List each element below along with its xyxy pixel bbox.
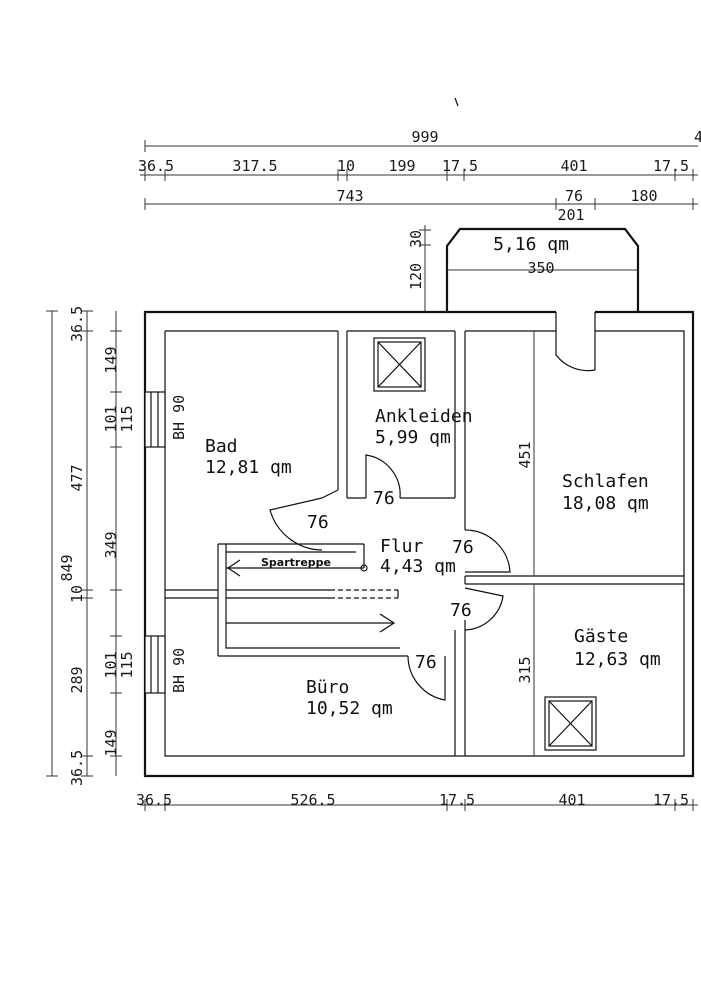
dim-top-r1-3: 199 (388, 157, 415, 175)
dim-left-outer-3: 289 (68, 666, 86, 693)
room-buero-name: Büro (306, 677, 349, 698)
room-flur-area: 4,43 qm (380, 556, 456, 577)
dim-left-inner-1: 101 (102, 405, 120, 432)
walls (143, 310, 695, 778)
dim-top-r1-2: 10 (337, 157, 355, 175)
dim-gaeste-height: 315 (516, 656, 534, 683)
doors (269, 331, 596, 701)
dim-left-outer-0: 36.5 (68, 306, 86, 342)
dim-top-r2-left: 743 (336, 187, 363, 205)
stair-label: Spartreppe (261, 556, 331, 569)
door-label-buero: 76 (415, 652, 437, 673)
dim-top-r2-mid: 76 (565, 187, 583, 205)
room-bad-area: 12,81 qm (205, 457, 292, 478)
dim-left-outer-1: 477 (68, 464, 86, 491)
window-bad: BH 90 (144, 391, 188, 448)
room-schlafen-area: 18,08 qm (562, 493, 649, 514)
dim-left-inner-3: 349 (102, 531, 120, 558)
dim-schlafen-height: 451 (516, 441, 534, 468)
dim-left-inner-5: 115 (118, 651, 136, 678)
dim-bottom-1: 526.5 (290, 791, 335, 809)
bottom-dimensions: 36.5 526.5 17.5 401 17.5 (136, 791, 698, 811)
room-flur-name: Flur (380, 536, 424, 557)
left-dimensions: 849 36.5 477 10 289 36.5 149 101 115 349 (46, 306, 136, 786)
dim-bottom-2: 17.5 (439, 791, 475, 809)
dim-bottom-0: 36.5 (136, 791, 172, 809)
door-label-bad: 76 (307, 512, 329, 533)
room-dimensions: 451 315 (516, 331, 535, 756)
dim-left-outer-4: 36.5 (68, 750, 86, 786)
room-labels: Bad 12,81 qm Ankleiden 5,99 qm Schlafen … (205, 406, 661, 719)
top-dimensions: 999 4 36.5 317.5 10 199 17.5 401 17.5 74… (138, 128, 701, 224)
room-ankleiden-area: 5,99 qm (375, 427, 451, 448)
dim-balcony-width: 350 (527, 259, 554, 277)
room-ankleiden-name: Ankleiden (375, 406, 473, 427)
door-labels: 76 76 76 76 76 (307, 488, 474, 673)
dim-left-outer-2: 10 (68, 585, 86, 603)
dim-top-total-edge: 4 (694, 128, 701, 146)
dim-top-r2-under: 201 (557, 206, 584, 224)
room-bad-name: Bad (205, 436, 238, 457)
room-gaeste-area: 12,63 qm (574, 649, 661, 670)
dim-top-r1-6: 17.5 (653, 157, 689, 175)
dim-bottom-3: 401 (558, 791, 585, 809)
dim-balcony-height: 120 (407, 263, 425, 290)
ventilation-shaft-gaeste (544, 696, 597, 751)
dim-top-r2-right: 180 (630, 187, 657, 205)
dim-bottom-4: 17.5 (653, 791, 689, 809)
dim-top-total: 999 (411, 128, 438, 146)
stray-mark (454, 97, 459, 107)
balcony-dimensions: 30 120 (407, 225, 431, 313)
dim-top-r1-5: 401 (560, 157, 587, 175)
dim-balcony-top: 30 (407, 230, 425, 248)
dim-left-inner-0: 149 (102, 346, 120, 373)
room-gaeste-name: Gäste (574, 626, 628, 647)
balcony-area: 5,16 qm (493, 234, 569, 255)
window-bad-label: BH 90 (170, 395, 188, 440)
window-buero: BH 90 (144, 635, 188, 694)
door-label-schlafen: 76 (452, 537, 474, 558)
dim-left-inner-2: 115 (118, 405, 136, 432)
dim-top-r1-4: 17.5 (442, 157, 478, 175)
dim-left-inner-6: 149 (102, 729, 120, 756)
room-schlafen-name: Schlafen (562, 471, 649, 492)
room-buero-area: 10,52 qm (306, 698, 393, 719)
dim-left-inner-4: 101 (102, 651, 120, 678)
ventilation-shaft-ankleiden (373, 337, 426, 392)
dim-top-r1-1: 317.5 (232, 157, 277, 175)
dim-left-total: 849 (58, 554, 76, 581)
door-label-gaeste: 76 (450, 600, 472, 621)
balcony: 5,16 qm 350 (445, 227, 640, 312)
door-label-ankleiden: 76 (373, 488, 395, 509)
staircase: Spartreppe (217, 543, 400, 656)
dim-top-r1-0: 36.5 (138, 157, 174, 175)
window-buero-label: BH 90 (170, 648, 188, 693)
